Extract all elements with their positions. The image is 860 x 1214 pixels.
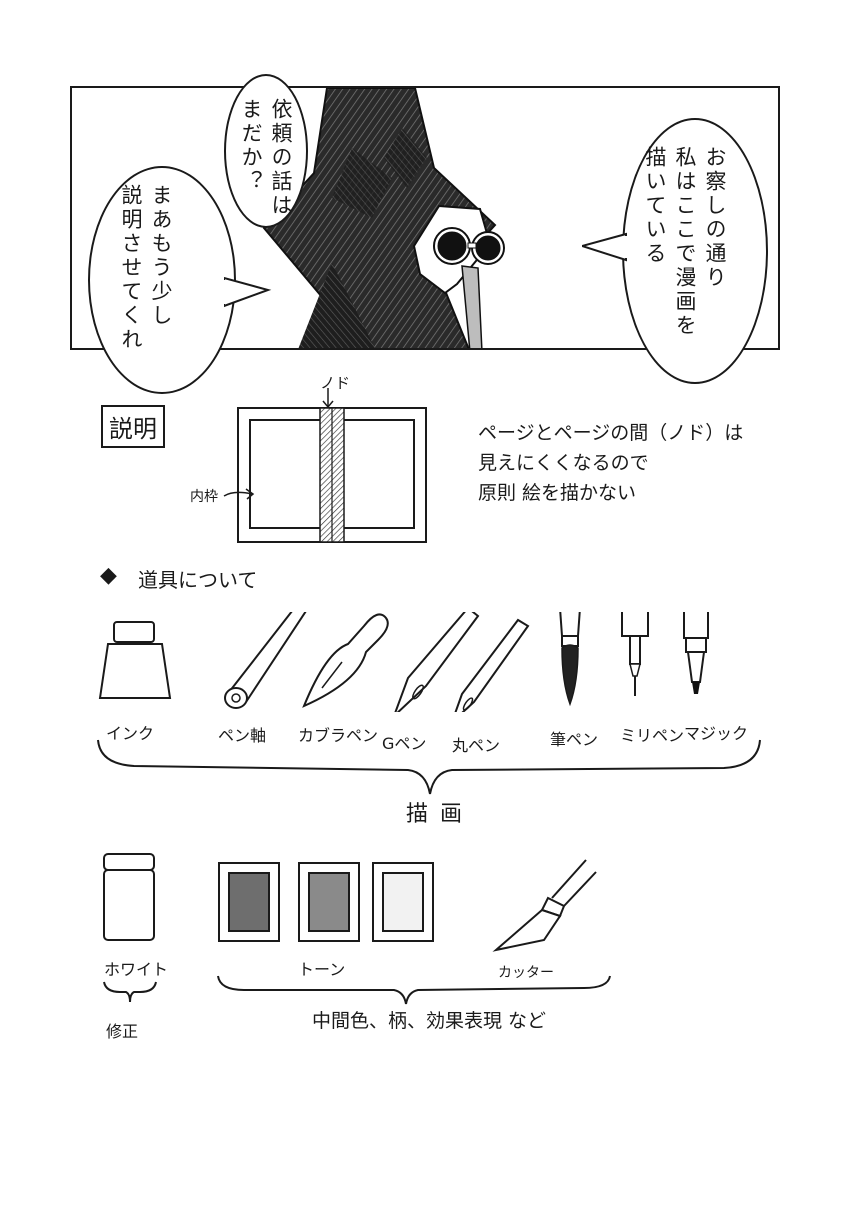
- speech-bubble-tail: [224, 276, 272, 308]
- correction-group-label: 修正: [106, 1022, 139, 1041]
- drawing-group-label: 描画: [406, 802, 475, 827]
- screen-tone-dark: [218, 862, 280, 942]
- description-line: 原則 絵を描かない: [478, 482, 637, 504]
- white-bottle-icon: [103, 853, 155, 941]
- small-brace-icon: [103, 981, 157, 1003]
- description-line: ページとページの間（ノド）は: [478, 422, 744, 444]
- diamond-bullet-icon: ◆: [100, 563, 117, 588]
- tools-section-title: 道具について: [138, 568, 258, 592]
- screen-tone-light: [372, 862, 434, 942]
- inner-frame-label: 内枠: [190, 489, 218, 505]
- speech-bubble-right: [622, 118, 768, 384]
- tool-label-maru-pen: 丸ペン: [452, 736, 501, 755]
- speech-line: お察しの通り: [703, 146, 727, 290]
- speech-text: 依頼の話は まだか？: [236, 98, 296, 218]
- tool-label-g-pen: Gペン: [382, 734, 427, 753]
- ink-bottle-icon: [98, 621, 172, 699]
- tool-label-kabura-pen: カブラペン: [298, 726, 379, 745]
- tool-label-pen-holder: ペン軸: [218, 726, 267, 745]
- marker-icon: [683, 612, 709, 694]
- brace-icon: [217, 975, 611, 1005]
- gutter-description: ページとページの間（ノド）は 見えにくくなるので 原則 絵を描かない: [478, 418, 743, 508]
- speech-text: まあもう少し 説明させてくれ: [116, 184, 176, 352]
- cutter-label: カッター: [498, 965, 554, 981]
- gutter-label: ノド: [320, 374, 351, 392]
- screen-tone-medium: [298, 862, 360, 942]
- speech-line: 説明させてくれ: [119, 184, 143, 352]
- tone-label: トーン: [298, 960, 346, 979]
- kabura-pen-icon: [302, 613, 389, 708]
- speech-text: お察しの通り 私はここで漫画を 描いている: [640, 146, 730, 338]
- brush-pen-icon: [559, 612, 581, 707]
- speech-line: 依頼の話は: [269, 98, 293, 218]
- tool-label-ink: インク: [106, 724, 155, 743]
- explanation-heading: 説明: [101, 405, 165, 448]
- speech-line: 描いている: [643, 146, 667, 266]
- g-pen-icon: [394, 612, 480, 712]
- speech-bubble-left-upper: [224, 74, 308, 228]
- tool-label-white: ホワイト: [104, 960, 169, 979]
- drawing-tools-illustration: [98, 612, 709, 712]
- speech-line: まあもう少し: [149, 184, 173, 328]
- speech-bubble-tail: [582, 232, 628, 262]
- description-line: 見えにくくなるので: [478, 452, 649, 474]
- maru-pen-icon: [454, 618, 530, 712]
- arrow-right-icon: [223, 488, 255, 500]
- tool-label-brush-pen: 筆ペン: [550, 730, 599, 749]
- tone-group-label: 中間色、柄、効果表現 など: [312, 1010, 547, 1032]
- speech-line: まだか？: [239, 98, 263, 194]
- milli-pen-icon: [621, 612, 649, 696]
- pen-holder-icon: [224, 612, 307, 709]
- plague-doctor-character-icon: [262, 88, 505, 348]
- speech-bubble-left-lower: [88, 166, 236, 394]
- tool-label-marker: マジック: [684, 724, 749, 743]
- speech-line: 私はここで漫画を: [673, 146, 697, 338]
- page-spread-diagram-icon: [237, 407, 427, 543]
- tool-label-milli-pen: ミリペン: [620, 726, 685, 745]
- brace-icon: [97, 739, 761, 795]
- cutter-knife-icon: [492, 859, 597, 952]
